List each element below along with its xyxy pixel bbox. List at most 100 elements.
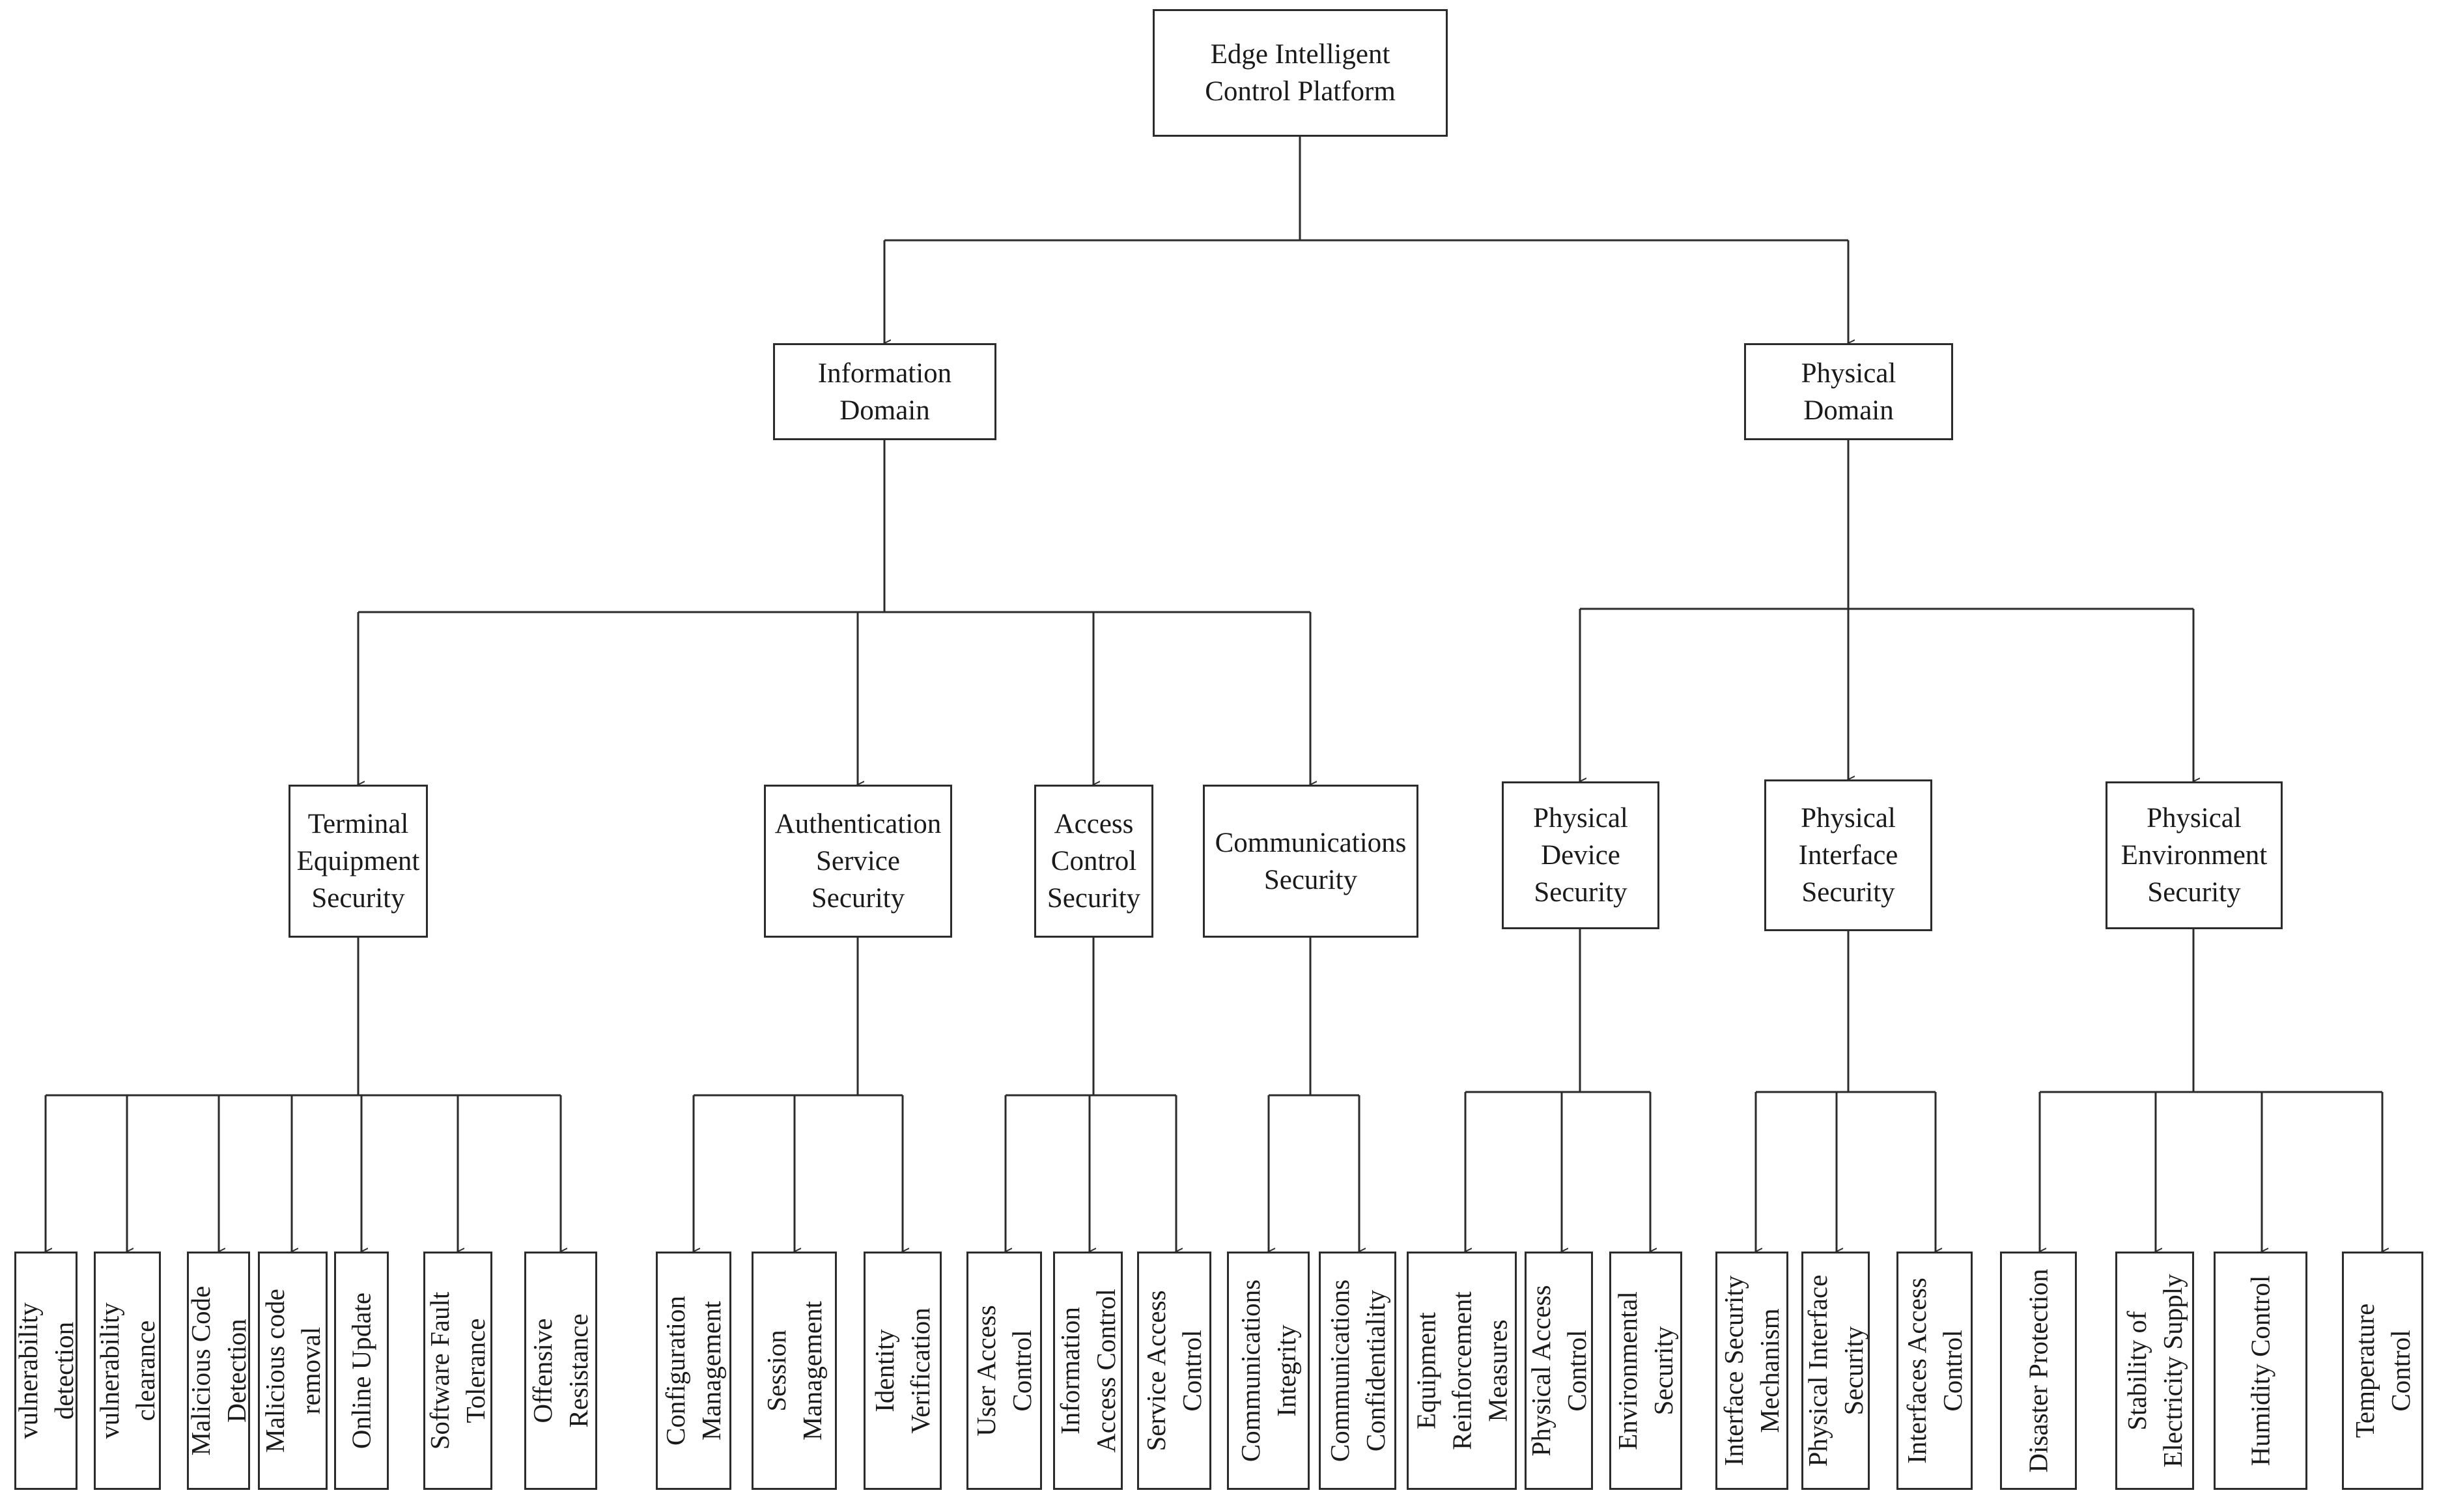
connector-root (884, 137, 1848, 242)
leaf-line: Management (696, 1300, 726, 1441)
leaf-line: Physical Access (1525, 1285, 1556, 1457)
information-domain-line-2: Domain (839, 395, 930, 426)
connector-information-domain (358, 440, 1310, 613)
leaf-line: Interfaces Access (1901, 1278, 1932, 1464)
category-line: Service (816, 846, 900, 876)
category-line: Security (1534, 877, 1627, 908)
category-line: Equipment (296, 846, 420, 876)
leaf-line: Control (1937, 1330, 1967, 1412)
leaf-line: Verification (905, 1308, 935, 1434)
category-line: Physical (1533, 803, 1628, 833)
category-line: Access (1054, 809, 1134, 839)
leaf-line: Measures (1482, 1319, 1512, 1422)
leaf-line: Tolerance (460, 1318, 490, 1423)
leaf-line: Interface Security (1719, 1275, 1749, 1466)
leaf-line: Reinforcement (1446, 1291, 1476, 1450)
leaf-line: User Access (971, 1305, 1001, 1436)
category-line: Security (1047, 883, 1141, 914)
leaf-line: Management (796, 1300, 827, 1441)
leaf-line: Mechanism (1754, 1308, 1784, 1433)
root-node-line-1: Edge Intelligent (1210, 39, 1390, 70)
leaf-line: Stability of (2121, 1311, 2152, 1431)
leaf-line: Control (1177, 1330, 1207, 1412)
leaf-line: vulnerability (94, 1302, 124, 1439)
leaf-line: Security (1838, 1326, 1868, 1416)
leaf-line: Disaster Protection (2023, 1268, 2053, 1473)
category-line: Terminal (307, 809, 409, 839)
leaf-line: Communications (1235, 1279, 1265, 1463)
leaf-line: Identity (869, 1329, 899, 1412)
physical-domain-line-1: Physical (1801, 357, 1896, 389)
leaf-line: Information (1054, 1307, 1085, 1435)
category-line: Security (2147, 877, 2241, 908)
category-line: Security (1801, 877, 1895, 908)
leaf-humidity-control: Humidity Control (2214, 1252, 2307, 1490)
leaf-line: Environmental (1613, 1291, 1642, 1450)
connector-access-control (1006, 938, 1176, 1097)
leaf-line: Physical Interface (1802, 1274, 1833, 1467)
category-line: Environment (2120, 840, 2268, 871)
leaf-line: Session (761, 1330, 791, 1412)
leaf-line: Configuration (660, 1295, 690, 1446)
leaf-line: Confidentiality (1360, 1289, 1390, 1452)
leaf-line: Equipment (1411, 1312, 1441, 1429)
leaf-line: Software Fault (425, 1291, 455, 1450)
leaf-line: Security (1648, 1326, 1678, 1416)
connector-physical-environment (2040, 929, 2382, 1093)
leaf-line: Control (2385, 1330, 2416, 1412)
connector-authentication (694, 938, 903, 1097)
category-line: Physical (1801, 803, 1896, 833)
leaf-line: Online Update (346, 1292, 376, 1449)
leaf-line: Malicious Code (187, 1285, 216, 1456)
physical-domain-line-2: Domain (1803, 395, 1894, 426)
leaf-line: Control (1561, 1330, 1592, 1412)
leaf-line: Temperature (2349, 1303, 2380, 1438)
leaf-line: Offensive (528, 1318, 557, 1423)
leaf-line: Resistance (563, 1313, 593, 1428)
leaf-line: Communications (1324, 1279, 1355, 1463)
leaf-line: Detection (221, 1319, 250, 1423)
leaf-line: Control (1007, 1330, 1037, 1412)
leaf-line: Integrity (1271, 1324, 1301, 1417)
category-line: Control (1050, 846, 1137, 876)
category-line: Communications (1215, 827, 1407, 858)
root-node-line-2: Control Platform (1205, 76, 1396, 107)
category-line: Physical (2147, 803, 2242, 833)
category-line: Authentication (774, 809, 942, 839)
category-line: Security (1263, 864, 1358, 895)
leaf-line: vulnerability (14, 1302, 43, 1439)
leaf-line: Malicious code (259, 1289, 290, 1453)
category-line: Device (1541, 840, 1620, 871)
connector-physical-interface (1756, 931, 1936, 1093)
connector-communications (1269, 938, 1359, 1097)
leaf-disaster-protection: Disaster Protection (2000, 1252, 2077, 1490)
leaf-line: clearance (130, 1320, 160, 1421)
category-line: Interface (1798, 840, 1898, 871)
